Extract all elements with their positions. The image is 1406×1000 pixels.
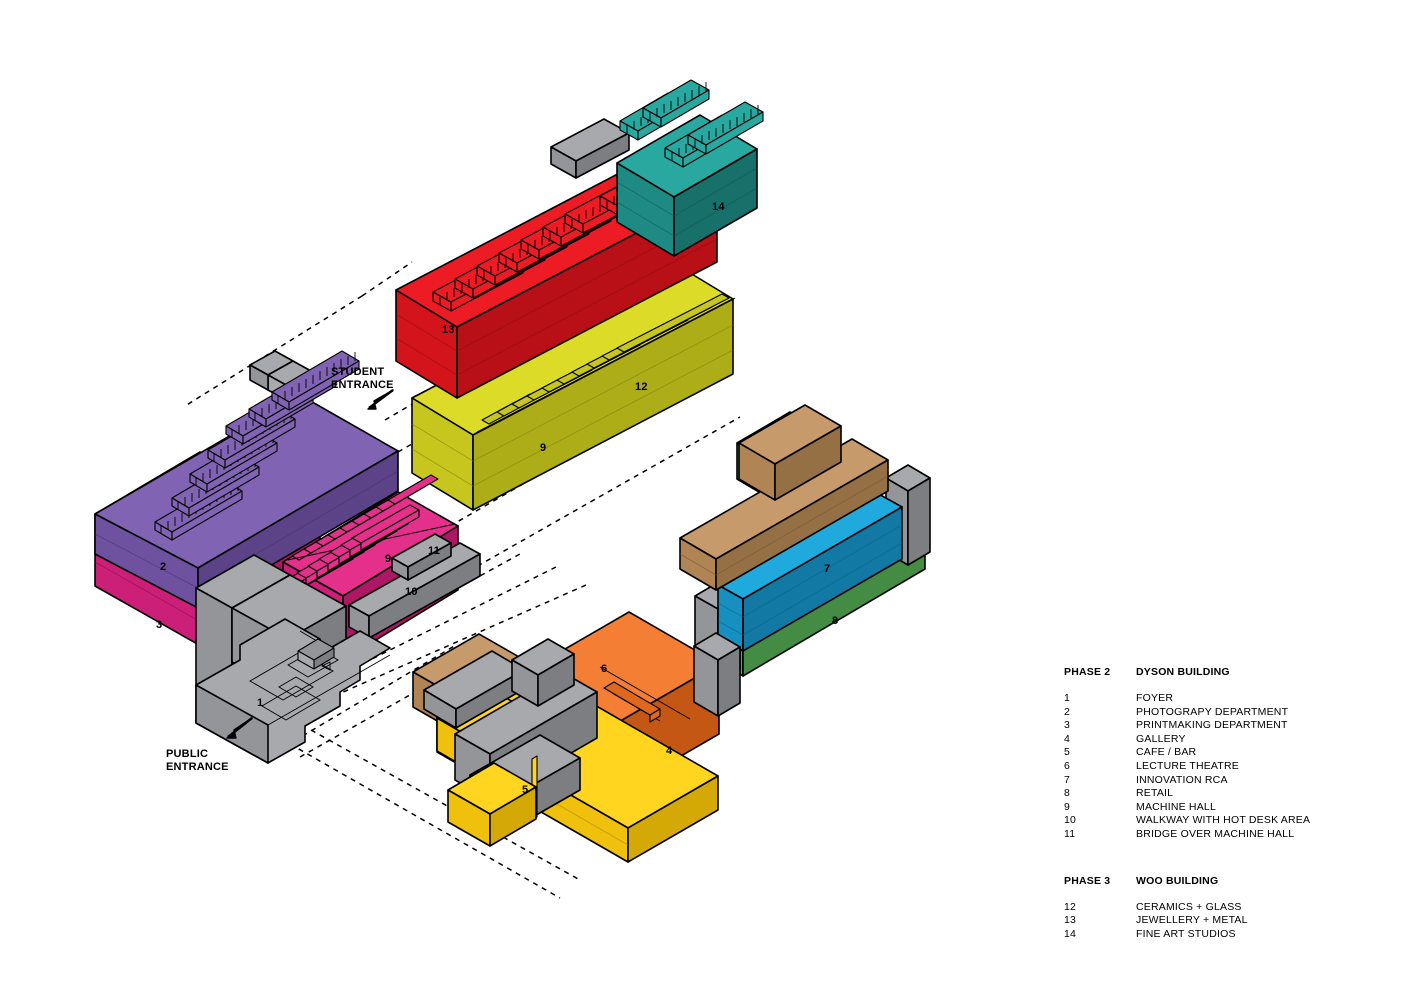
legend-item: 3 PRINTMAKING DEPARTMENT (1064, 719, 1384, 733)
legend-phase2-number: PHASE 2 (1064, 666, 1111, 678)
label-6: 6 (601, 663, 608, 675)
label-11: 11 (428, 545, 441, 557)
legend-item: 4 GALLERY (1064, 733, 1384, 747)
label-12: 12 (635, 381, 648, 393)
legend-item-label: BRIDGE OVER MACHINE HALL (1136, 827, 1295, 840)
legend-item-number: 10 (1064, 814, 1077, 827)
volume-brown-north-block (738, 404, 842, 501)
legend-item: 7 INNOVATION RCA (1064, 774, 1384, 788)
sawtooth-rooflights-teal (619, 79, 764, 168)
legend-item: 2 PHOTOGRAPY DEPARTMENT (1064, 706, 1384, 720)
legend-phase2-name: DYSON BUILDING (1136, 666, 1230, 678)
legend-spacer (1064, 842, 1384, 875)
legend-item-label: CAFE / BAR (1136, 746, 1197, 759)
legend-item-label: RETAIL (1136, 787, 1174, 800)
label-1: 1 (257, 697, 264, 709)
legend-item-label: GALLERY (1136, 732, 1186, 745)
label-5: 5 (522, 784, 529, 796)
volume-ceramics-glass (411, 261, 736, 511)
legend-item-label: LECTURE THEATRE (1136, 759, 1239, 772)
legend-phase3-number: PHASE 3 (1064, 874, 1111, 887)
legend-item: 14 FINE ART STUDIOS (1064, 928, 1384, 942)
volume-grey-sliver (693, 632, 741, 717)
legend-phase2-heading: PHASE 2 DYSON BUILDING (1064, 666, 1384, 678)
legend-item-number: 2 (1064, 705, 1071, 718)
legend-item-number: 7 (1064, 773, 1071, 786)
public-entrance-label: PUBLIC ENTRANCE (166, 748, 229, 773)
dyson-right-wing-volumes (412, 404, 931, 863)
woo-building-volumes (395, 79, 764, 511)
sawtooth-rooflights-purple (154, 350, 360, 541)
legend-item-number: 14 (1064, 927, 1077, 940)
legend-item-label: FINE ART STUDIOS (1136, 927, 1236, 940)
volume-grey-cap-mid (511, 638, 575, 707)
volume-bridge-over-machine-hall (391, 533, 452, 581)
legend-item: 10 WALKWAY WITH HOT DESK AREA (1064, 814, 1384, 828)
legend-item: 8 RETAIL (1064, 787, 1384, 801)
legend-phase3-heading: PHASE 3 WOO BUILDING (1064, 875, 1384, 887)
volume-brown-bar (679, 438, 889, 591)
legend-item: 13 JEWELLERY + METAL (1064, 914, 1384, 928)
legend-item-label: PRINTMAKING DEPARTMENT (1136, 719, 1288, 732)
volume-photography (94, 350, 399, 609)
label-13: 13 (442, 324, 455, 336)
label-4: 4 (666, 745, 673, 757)
label-10: 10 (405, 586, 418, 598)
legend-item-label: CERAMICS + GLASS (1136, 900, 1242, 913)
legend: PHASE 2 DYSON BUILDING 1 FOYER 2 PHOTOGRAP… (1064, 666, 1384, 941)
legend-phase3-list: 12 CERAMICS + GLASS 13 JEWELLERY + METAL 1… (1064, 901, 1384, 942)
label-9: 9 (385, 553, 392, 565)
legend-item-number: 11 (1064, 827, 1076, 840)
label-2: 2 (160, 561, 167, 573)
legend-item-label: MACHINE HALL (1136, 800, 1217, 813)
legend-item-label: WALKWAY WITH HOT DESK AREA (1136, 814, 1311, 827)
legend-item-number: 6 (1064, 759, 1071, 772)
entrance-canopy (297, 638, 335, 670)
dyson-left-wing-volumes (94, 350, 481, 706)
legend-item-number: 4 (1064, 732, 1071, 745)
label-3: 3 (156, 619, 163, 631)
legend-item: 12 CERAMICS + GLASS (1064, 901, 1384, 915)
legend-item: 1 FOYER (1064, 692, 1384, 706)
legend-item: 5 CAFE / BAR (1064, 746, 1384, 760)
legend-item: 11 BRIDGE OVER MACHINE HALL (1064, 828, 1384, 842)
volume-fine-art-studios (616, 79, 764, 257)
legend-item-number: 5 (1064, 746, 1071, 759)
legend-item-number: 12 (1064, 900, 1077, 913)
legend-item-number: 1 (1064, 692, 1071, 704)
entrance-arrows (226, 389, 394, 739)
legend-item-label: JEWELLERY + METAL (1136, 914, 1248, 927)
student-entrance-label: STUDENT ENTRANCE (331, 366, 394, 391)
legend-item-label: INNOVATION RCA (1136, 773, 1228, 786)
legend-phase2-list: 1 FOYER 2 PHOTOGRAPY DEPARTMENT 3 PRINTMAKI… (1064, 692, 1384, 842)
label-7: 7 (824, 563, 831, 575)
legend-item: 9 MACHINE HALL (1064, 801, 1384, 815)
legend-item: 6 LECTURE THEATRE (1064, 760, 1384, 774)
volume-machine-hall-sawtooth (285, 504, 420, 593)
legend-item-number: 8 (1064, 787, 1071, 800)
label-14: 14 (712, 201, 725, 213)
legend-phase3-name: WOO BUILDING (1136, 874, 1219, 887)
legend-item-label: PHOTOGRAPY DEPARTMENT (1136, 705, 1289, 718)
volume-walkway-hot-desk (348, 542, 481, 639)
legend-item-number: 3 (1064, 719, 1071, 732)
legend-item-number: 13 (1064, 914, 1077, 927)
volume-innovation-rca (717, 492, 903, 652)
volume-yellow-plinth (447, 762, 537, 847)
volume-foyer (195, 618, 391, 764)
label-8: 8 (832, 615, 839, 627)
label-9b: 9 (540, 442, 547, 454)
legend-item-number: 9 (1064, 800, 1071, 813)
legend-item-label: FOYER (1136, 692, 1174, 704)
